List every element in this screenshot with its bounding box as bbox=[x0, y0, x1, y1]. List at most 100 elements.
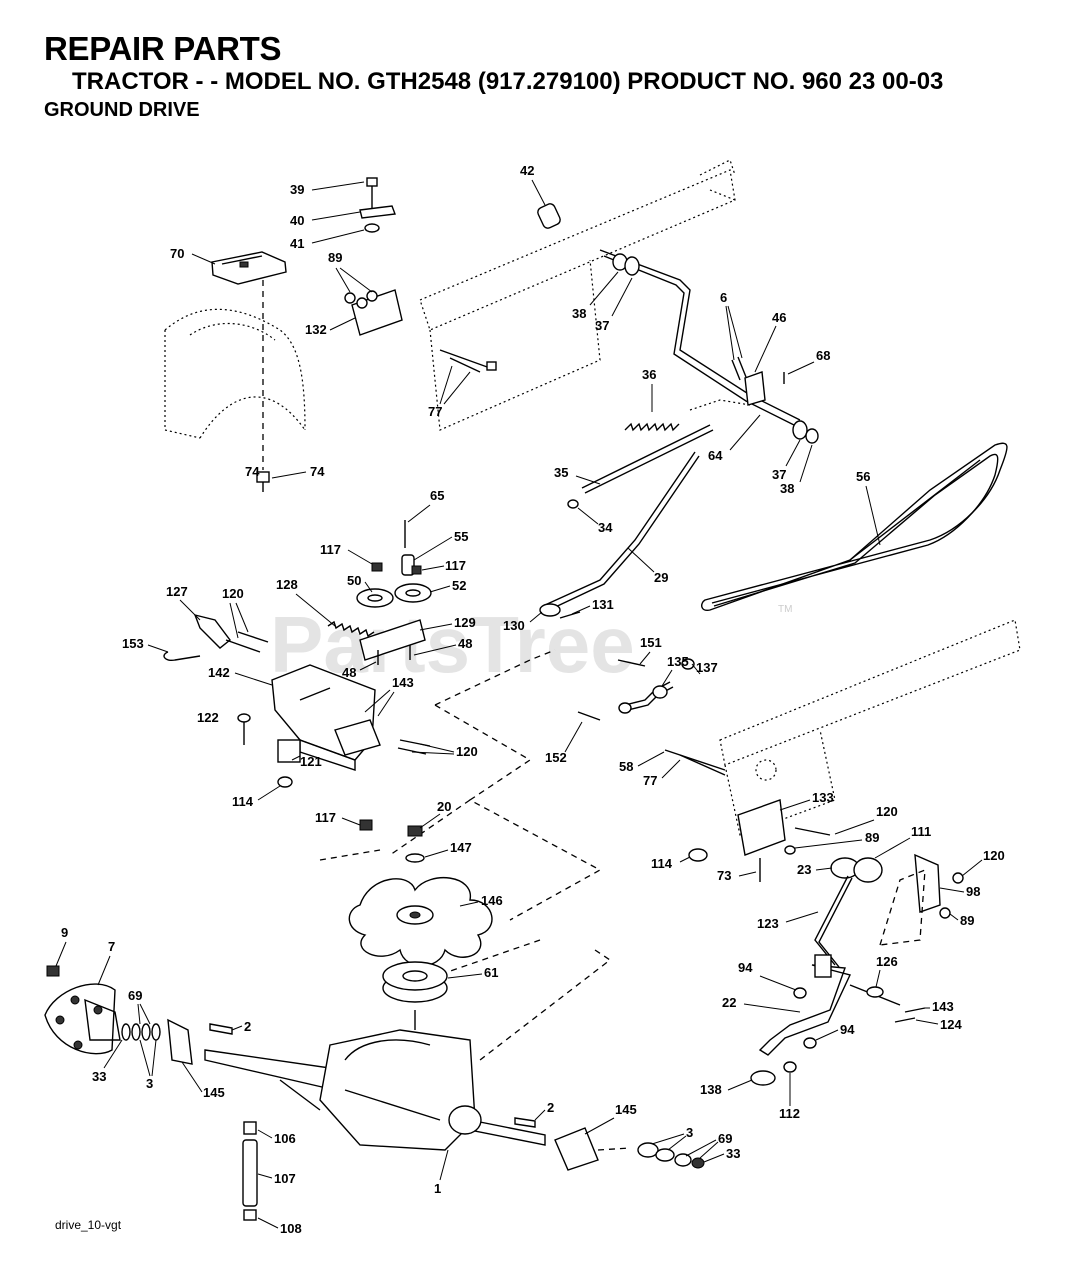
callout-3-left: 3 bbox=[146, 1076, 153, 1091]
callout-77-top: 77 bbox=[428, 404, 442, 419]
callout-48-left: 48 bbox=[342, 665, 356, 680]
callout-89-far: 89 bbox=[960, 913, 974, 928]
callout-74: 74 bbox=[310, 464, 325, 479]
callout-117-right: 117 bbox=[445, 558, 466, 573]
callout-37-bottom: 37 bbox=[772, 467, 786, 482]
callout-123: 123 bbox=[757, 916, 779, 931]
bracket-98-part bbox=[914, 853, 941, 913]
callout-9: 9 bbox=[61, 925, 68, 940]
callout-42: 42 bbox=[520, 163, 534, 178]
callout-94-lower: 94 bbox=[840, 1022, 855, 1037]
callout-114-right: 114 bbox=[651, 856, 673, 871]
section-title: GROUND DRIVE bbox=[44, 99, 200, 121]
callout-152: 152 bbox=[545, 750, 567, 765]
callout-142: 142 bbox=[208, 665, 230, 680]
pulley-52-part bbox=[394, 583, 432, 603]
pedal-assembly-part bbox=[758, 857, 901, 1056]
pin-131-part bbox=[559, 611, 581, 619]
rod-127-part bbox=[193, 613, 231, 649]
callout-46: 46 bbox=[772, 310, 786, 325]
callout-58: 58 bbox=[619, 759, 633, 774]
washer-126-part bbox=[866, 986, 884, 998]
bolt-124-part bbox=[894, 1017, 916, 1023]
callout-35: 35 bbox=[554, 465, 568, 480]
callout-131: 131 bbox=[592, 597, 614, 612]
callout-61: 61 bbox=[484, 965, 498, 980]
idler-bracket-142-part bbox=[271, 664, 381, 771]
callout-48-right: 48 bbox=[458, 636, 472, 651]
callout-20: 20 bbox=[437, 799, 451, 814]
callout-3-right: 3 bbox=[686, 1125, 693, 1140]
watermark-trademark: TM bbox=[778, 604, 792, 615]
callout-89-top: 89 bbox=[328, 250, 342, 265]
callout-56: 56 bbox=[856, 469, 870, 484]
callout-106: 106 bbox=[274, 1131, 296, 1146]
washer-112-part bbox=[783, 1061, 797, 1073]
callout-122: 122 bbox=[197, 710, 219, 725]
callout-29: 29 bbox=[654, 570, 668, 585]
callout-69-right: 69 bbox=[718, 1131, 732, 1146]
callout-89-mid: 89 bbox=[865, 830, 879, 845]
callout-55: 55 bbox=[454, 529, 468, 544]
callout-74-label: 74 bbox=[245, 464, 260, 479]
pulley-61-part bbox=[382, 961, 448, 1003]
washer-147-part bbox=[405, 853, 425, 863]
callout-7: 7 bbox=[108, 939, 115, 954]
washer-130-part bbox=[539, 603, 561, 617]
cooling-fan-146-part bbox=[348, 876, 493, 967]
bracket-121-part bbox=[277, 739, 301, 763]
washers-right-part bbox=[637, 1142, 705, 1169]
callout-143-top: 143 bbox=[392, 675, 414, 690]
callout-143-right: 143 bbox=[932, 999, 954, 1014]
callout-133: 133 bbox=[812, 790, 834, 805]
nut-20-part bbox=[407, 825, 423, 837]
callout-120-left: 120 bbox=[222, 586, 244, 601]
plate-129-part bbox=[359, 619, 426, 661]
callout-145-left: 145 bbox=[203, 1085, 225, 1100]
pulley-50-part bbox=[356, 588, 394, 608]
callout-108: 108 bbox=[280, 1221, 302, 1236]
bolt-74-part bbox=[256, 471, 270, 492]
callout-146: 146 bbox=[481, 893, 503, 908]
callout-34: 34 bbox=[598, 520, 613, 535]
callout-130: 130 bbox=[503, 618, 525, 633]
callout-73: 73 bbox=[717, 868, 731, 883]
transaxle-1-part bbox=[204, 1010, 546, 1151]
callout-50: 50 bbox=[347, 573, 361, 588]
shock-107-part bbox=[242, 1121, 258, 1221]
washer-138-part bbox=[750, 1070, 776, 1086]
nut-94-upper-part bbox=[793, 987, 807, 999]
callout-111: 111 bbox=[911, 824, 931, 839]
callout-112: 112 bbox=[779, 1106, 800, 1121]
callout-107: 107 bbox=[274, 1171, 296, 1186]
nut-9-part bbox=[46, 965, 60, 977]
wheel-hub-7-part bbox=[44, 983, 121, 1055]
callout-127: 127 bbox=[166, 584, 188, 599]
model-subtitle: TRACTOR - - MODEL NO. GTH2548 (917.27910… bbox=[72, 68, 944, 95]
pin-153-part bbox=[163, 651, 201, 662]
callout-120-mid: 120 bbox=[456, 744, 478, 759]
callout-41: 41 bbox=[290, 236, 304, 251]
callout-94-upper: 94 bbox=[738, 960, 753, 975]
callout-33-left: 33 bbox=[92, 1069, 106, 1084]
shift-rod-64-part bbox=[599, 249, 819, 444]
lower-frame-rail bbox=[719, 619, 1021, 836]
callout-22: 22 bbox=[722, 995, 736, 1010]
washers-left-part bbox=[121, 1023, 161, 1041]
callout-147: 147 bbox=[450, 840, 472, 855]
spring-36-part bbox=[624, 422, 680, 432]
fender-outline bbox=[164, 308, 306, 439]
seat-cover-part bbox=[211, 251, 287, 285]
callout-153: 153 bbox=[122, 636, 144, 651]
callout-117-left: 117 bbox=[320, 542, 341, 557]
callout-70: 70 bbox=[170, 246, 184, 261]
upper-frame-rail bbox=[419, 159, 736, 431]
bolt-58-part bbox=[664, 749, 726, 771]
callout-120-right: 120 bbox=[876, 804, 898, 819]
callout-33-right: 33 bbox=[726, 1146, 740, 1161]
callout-145-right: 145 bbox=[615, 1102, 637, 1117]
callout-36: 36 bbox=[642, 367, 656, 382]
callout-2-right: 2 bbox=[547, 1100, 554, 1115]
plate-133-part bbox=[737, 799, 786, 856]
